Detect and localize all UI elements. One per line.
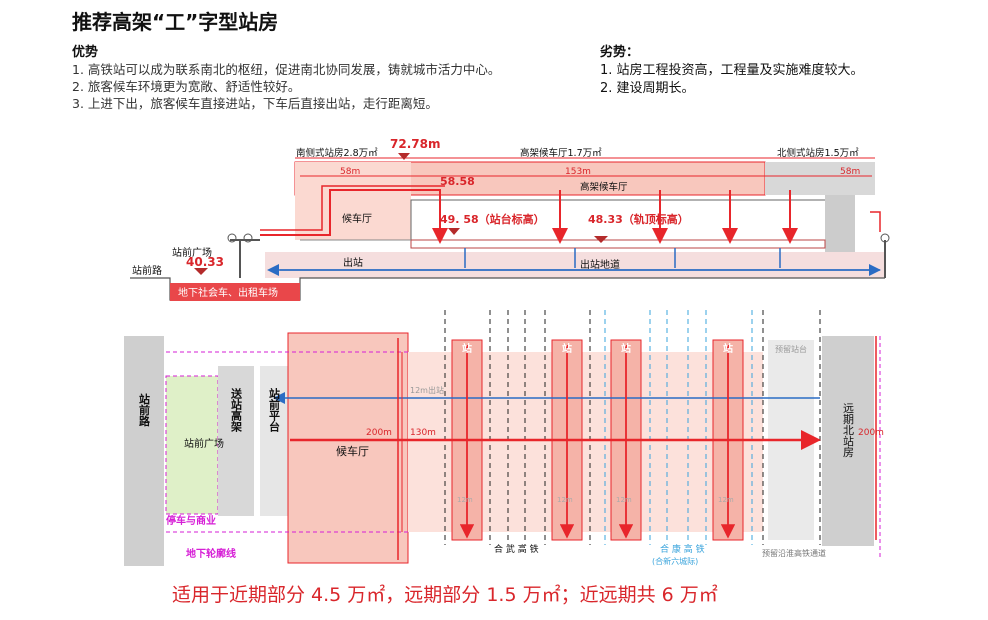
line-reserved-label: 预留沿淮高铁通道 — [762, 548, 826, 558]
dim-12-label: 12m — [457, 496, 473, 504]
cons-block: 劣势： 1. 站房工程投资高，工程量及实施难度较大。 2. 建设周期长。 — [600, 44, 864, 98]
dim-right: 58m — [840, 167, 860, 177]
pros-heading: 优势 — [72, 45, 99, 60]
dim-mid: 153m — [565, 167, 591, 177]
plan-dim-12-exit: 12m出站 — [410, 385, 444, 395]
plan-platform-label: 站前平台 — [268, 387, 281, 433]
line-hekang-sub: (合新六城际) — [652, 556, 698, 566]
plan-road — [124, 336, 164, 566]
exit-label: 出站 — [343, 256, 363, 269]
north-station-label: 北侧式站房1.5万㎡ — [777, 147, 859, 159]
plan-dropoff-label: 送站高架 — [230, 387, 244, 433]
reserved-stop-label: 预留站台 — [775, 344, 807, 354]
plan-dim-130: 130m — [410, 428, 436, 438]
plan-waiting-label: 候车厅 — [336, 444, 369, 458]
plan-north-far — [822, 336, 874, 546]
plan-dim-200-right: 200m — [858, 428, 884, 438]
south-station-label: 南侧式站房2.8万㎡ — [296, 147, 378, 159]
plan-road-label: 站前路 — [138, 392, 151, 427]
pros-item: 2. 旅客候车环境更为宽敞、舒适性较好。 — [72, 79, 301, 94]
exit-passage-label: 出站地道 — [580, 258, 620, 271]
hall-label: 高架候车厅 — [580, 181, 628, 193]
plan-parking-label: 停车与商业 — [166, 514, 216, 527]
cons-heading: 劣势： — [600, 45, 640, 60]
plan-view: 站前路 站前广场 送站高架 站前平台 候车厅 200m 130m 12m出站 2… — [124, 310, 884, 566]
platform-stop-label: 站 — [621, 342, 631, 355]
dim-12-label: 12m — [557, 496, 573, 504]
line-hewu-label: 合 武 高 铁 — [494, 543, 539, 555]
plaza-label: 站前广场 — [172, 246, 212, 259]
elev-hall-label: 58.58 — [440, 175, 475, 188]
plan-waiting-hall — [287, 332, 409, 564]
pros-block: 优势 1. 高铁站可以成为联系南北的枢纽，促进南北协同发展，铸就城市活力中心。 … — [72, 44, 500, 112]
cons-item: 2. 建设周期长。 — [600, 81, 695, 96]
line-hekang-label: 合 康 高 铁 — [660, 543, 705, 555]
section-view: 南侧式站房2.8万㎡ 72.78m 高架候车厅1.7万㎡ 北侧式站房1.5万㎡ … — [130, 137, 890, 301]
platform-stop-label: 站 — [723, 342, 733, 355]
dim-left: 58m — [340, 167, 360, 177]
underground-parking — [170, 283, 300, 301]
plan-subway-label: 地下轮廓线 — [186, 547, 236, 560]
pros-item: 1. 高铁站可以成为联系南北的枢纽，促进南北协同发展，铸就城市活力中心。 — [72, 62, 501, 77]
page-title: 推荐高架“工”字型站房 — [72, 10, 279, 34]
pros-item: 3. 上进下出，旅客候车直接进站，下车后直接出站，走行距离短。 — [72, 96, 438, 111]
platform-stop-label: 站 — [462, 342, 472, 355]
platform-stop-label: 站 — [562, 342, 572, 355]
south-station-box — [295, 162, 411, 240]
north-station-box — [765, 162, 875, 195]
dim-12-label: 12m — [616, 496, 632, 504]
plan-plaza-label: 站前广场 — [184, 437, 224, 450]
waiting-label: 候车厅 — [342, 212, 372, 225]
elev-rail-label: 48.33（轨顶标高） — [588, 212, 689, 226]
plan-plaza — [165, 375, 219, 515]
elev-platform-label: 49. 58（站台标高） — [440, 212, 545, 226]
elev-top-label: 72.78m — [390, 137, 440, 151]
hall-area-label: 高架候车厅1.7万㎡ — [520, 147, 602, 159]
elev-plaza-label: 40.33 — [186, 255, 224, 269]
plan-north-far-label: 远期北站房 — [842, 402, 855, 458]
dim-12-label: 12m — [718, 496, 734, 504]
cons-item: 1. 站房工程投资高，工程量及实施难度较大。 — [600, 63, 864, 78]
underground-label: 地下社会车、出租车场 — [178, 286, 278, 299]
road-label: 站前路 — [132, 264, 162, 277]
plan-platform — [260, 366, 288, 516]
plan-dropoff — [218, 366, 254, 516]
plan-dim-200-left: 200m — [366, 428, 392, 438]
footer-summary: 适用于近期部分 4.5 万㎡，远期部分 1.5 万㎡；近远期共 6 万㎡ — [172, 584, 718, 606]
